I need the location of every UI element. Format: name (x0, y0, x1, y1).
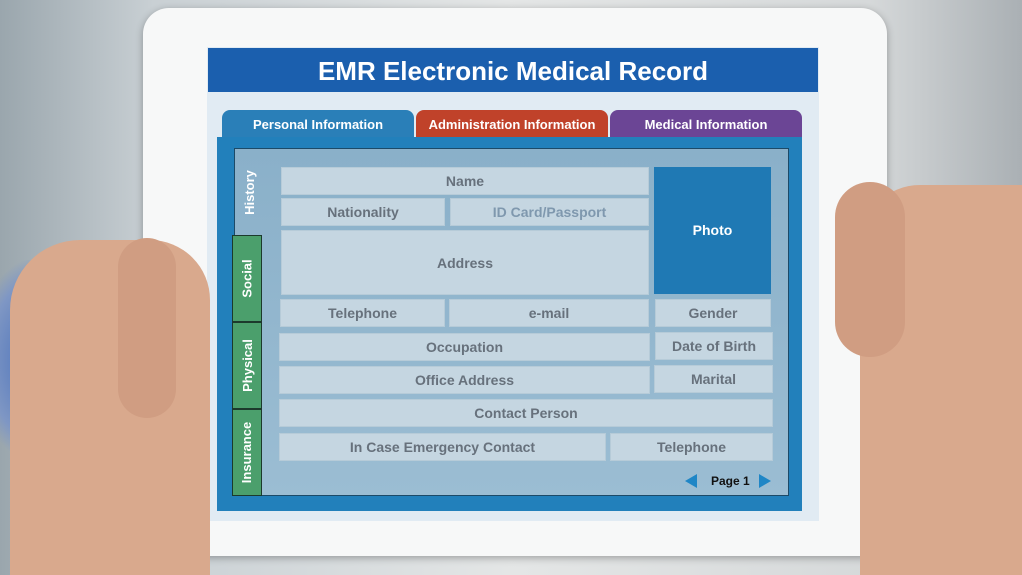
gender-field[interactable]: Gender (655, 299, 771, 327)
nationality-field[interactable]: Nationality (281, 198, 445, 226)
id-card-field[interactable]: ID Card/Passport (450, 198, 649, 226)
left-hand (10, 240, 210, 575)
tab-administration-information[interactable]: Administration Information (416, 110, 608, 138)
contact-person-field[interactable]: Contact Person (279, 399, 773, 427)
tab-medical-information[interactable]: Medical Information (610, 110, 802, 138)
date-of-birth-field[interactable]: Date of Birth (655, 332, 773, 360)
side-tab-label: History (241, 169, 257, 215)
side-tab-label: Physical (239, 339, 255, 392)
emergency-contact-field[interactable]: In Case Emergency Contact (279, 433, 606, 461)
side-tab-label: Social (239, 259, 255, 298)
side-tab-social[interactable]: Social (232, 235, 262, 322)
marital-field[interactable]: Marital (654, 365, 773, 393)
side-tab-history[interactable]: History (234, 149, 264, 235)
tab-personal-information[interactable]: Personal Information (222, 110, 414, 138)
side-tab-insurance[interactable]: Insurance (232, 409, 262, 496)
name-field[interactable]: Name (281, 167, 649, 195)
office-address-field[interactable]: Office Address (279, 366, 650, 394)
occupation-field[interactable]: Occupation (279, 333, 650, 361)
side-tab-label: Insurance (239, 421, 255, 484)
page-indicator: Page 1 (711, 474, 750, 488)
right-thumb (835, 182, 905, 357)
address-field[interactable]: Address (281, 230, 649, 295)
next-page-arrow-icon[interactable] (759, 474, 771, 488)
email-field[interactable]: e-mail (449, 299, 649, 327)
side-tab-physical[interactable]: Physical (232, 322, 262, 409)
prev-page-arrow-icon[interactable] (685, 474, 697, 488)
photo-placeholder[interactable]: Photo (654, 167, 771, 294)
app-title: EMR Electronic Medical Record (208, 48, 818, 92)
left-thumb (118, 238, 176, 418)
telephone-field[interactable]: Telephone (280, 299, 445, 327)
emergency-telephone-field[interactable]: Telephone (610, 433, 773, 461)
